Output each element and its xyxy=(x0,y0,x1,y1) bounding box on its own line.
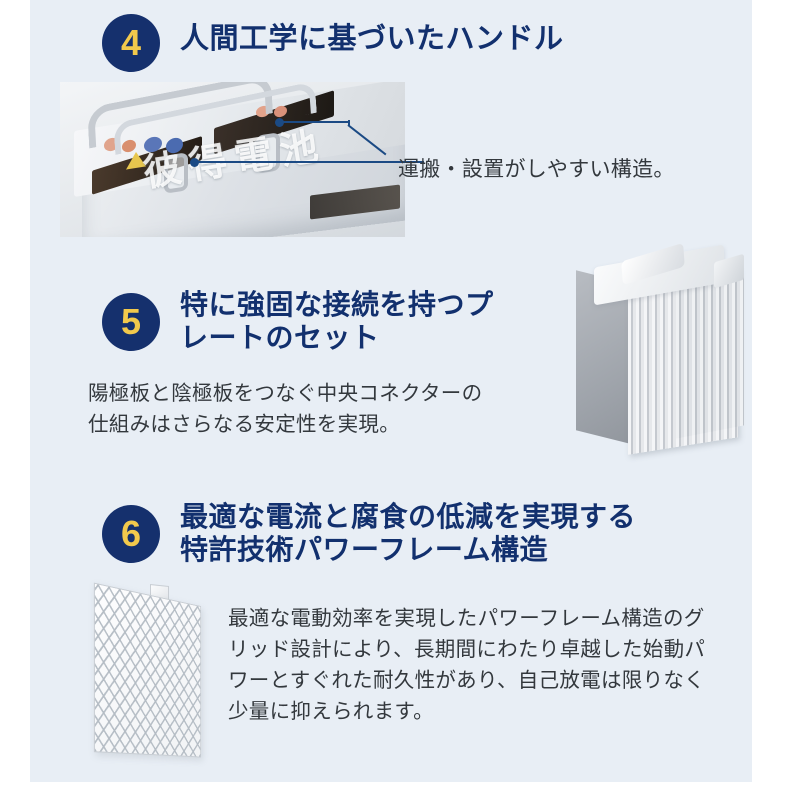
section-5-heading: 特に強固な接続を持つプ レートのセット xyxy=(180,289,494,354)
section-6-number-badge: 6 xyxy=(102,505,160,563)
section-4-callout-text: 運搬・設置がしやすい構造。 xyxy=(398,158,675,181)
callout-line xyxy=(194,161,394,163)
section-4-number-badge: 4 xyxy=(102,14,160,72)
section-6-heading: 最適な電流と腐食の低減を実現する 特許技術パワーフレーム構造 xyxy=(180,501,637,566)
section-4-callout xyxy=(60,82,782,237)
section-5-number-badge: 5 xyxy=(102,293,160,351)
battery-handle-photo: 彼得電池 xyxy=(60,82,405,237)
grid-mesh-face xyxy=(93,582,202,758)
callout-line-diagonal xyxy=(347,124,387,156)
section-5-body-text: 陽極板と陰極板をつなぐ中央コネクターの 仕組みはさらなる安定性を実現。 xyxy=(88,382,483,437)
callout-line xyxy=(279,121,349,123)
power-frame-grid-photo xyxy=(92,582,217,760)
section-6-body-text: 最適な電動効率を実現したパワーフレーム構造のグ リッド設計により、長期間にわたり… xyxy=(228,607,706,724)
callout-line xyxy=(348,120,350,126)
section-4-heading: 人間工学に基づいたハンドル xyxy=(180,23,564,55)
content-panel: 4 人間工学に基づいたハンドル 彼得電池 xyxy=(30,0,752,782)
callout-line xyxy=(384,161,424,163)
plate-set-photo xyxy=(568,242,758,472)
